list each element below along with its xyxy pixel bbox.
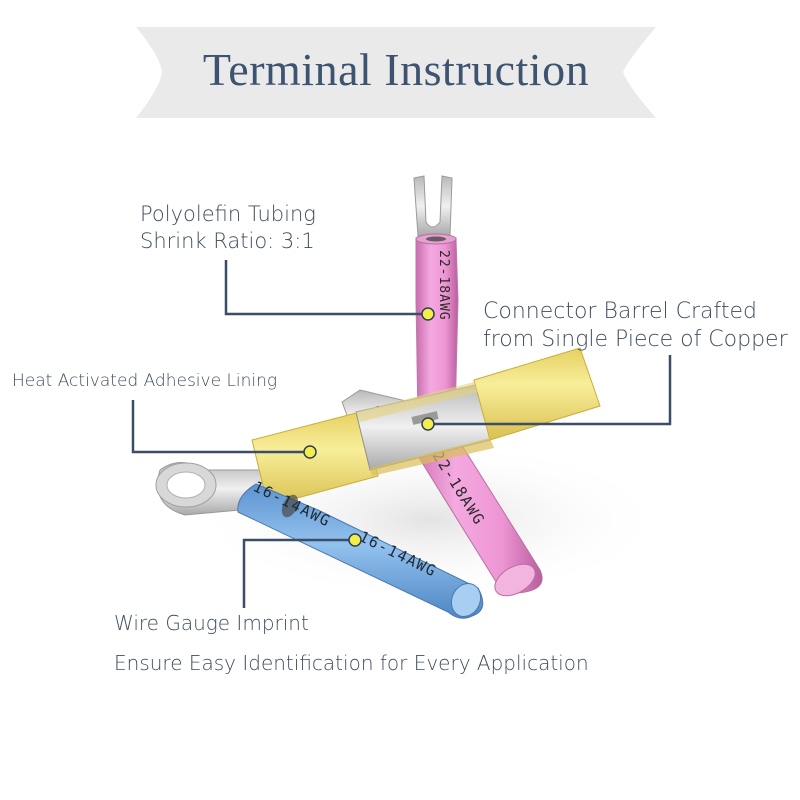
pink-spade-terminal: 22-18AWG 22-18AWG [407,175,543,597]
tagline: Ensure Easy Identification for Every App… [114,651,589,675]
leader-lines [131,260,672,608]
title-banner [136,27,656,118]
callout-connector-line1: Connector Barrel Crafted [483,299,757,324]
wire-gauge-marker [348,533,362,547]
callout-adhesive-line1: Heat Activated Adhesive Lining [12,371,278,391]
banner-ribbon [136,27,656,118]
spade-fork [413,175,453,237]
adhesive-leader [131,400,310,454]
connector-marker [421,417,435,431]
callout-adhesive-lining: Heat Activated Adhesive Lining [12,370,277,392]
pink-imprint-upper: 22-18AWG [436,250,451,321]
adhesive-marker [303,445,317,459]
callout-polyolefin-line1: Polyolefin Tubing [140,202,316,226]
polyolefin-marker [421,307,435,321]
callout-wire-gauge-line1: Wire Gauge Imprint [114,611,309,635]
yellow-tube-left [251,411,379,507]
callout-polyolefin-line2: Shrink Ratio: 3:1 [140,229,315,253]
callout-wire-gauge: Wire Gauge Imprint [114,610,309,637]
yellow-tube-right [473,347,601,441]
polyolefin-leader [224,260,428,316]
callout-connector-line2: from Single Piece of Copper [483,327,788,352]
blue-tube [237,483,484,619]
connector-leader [428,355,672,426]
marker-dots [303,307,435,547]
wire-gauge-leader [242,538,355,608]
callout-connector-barrel: Connector Barrel Crafted from Single Pie… [483,298,788,354]
yellow-barrel-connector [251,347,601,507]
page-title: Terminal Instruction [202,44,590,95]
callout-polyolefin: Polyolefin Tubing Shrink Ratio: 3:1 [140,201,316,255]
